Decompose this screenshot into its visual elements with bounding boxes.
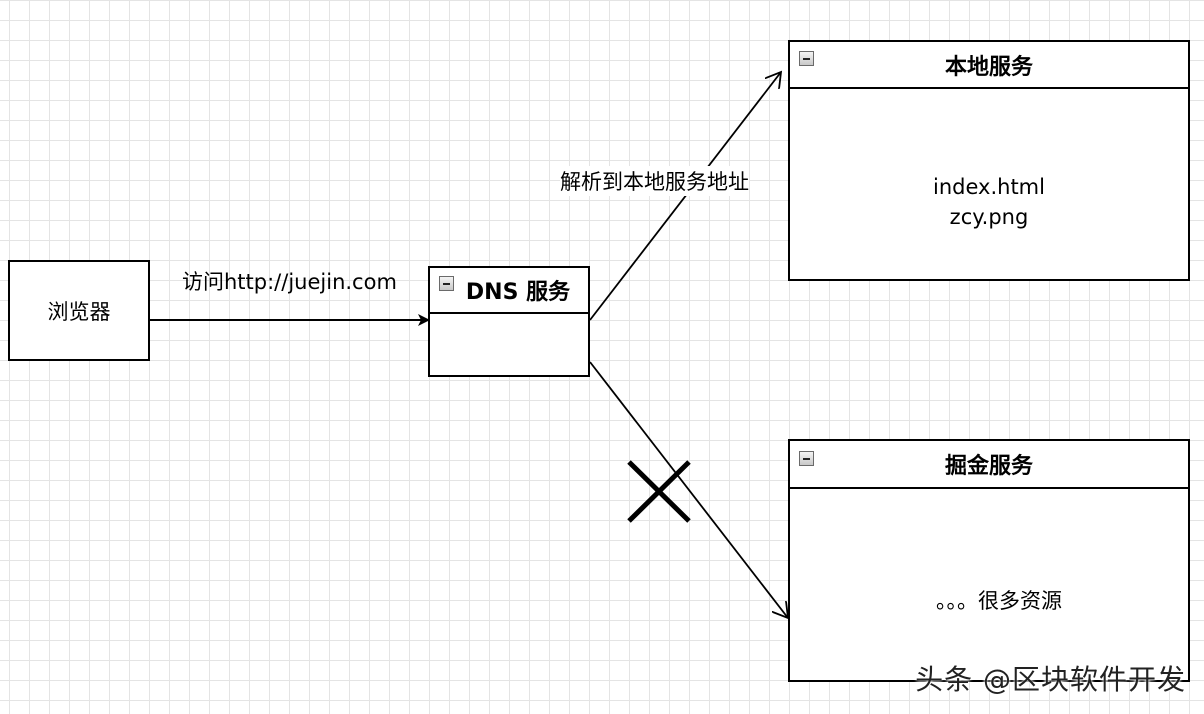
edge-dns-to-local[interactable] [589, 72, 781, 321]
juejin-service-container[interactable]: 掘金服务 。。。很多资源 [788, 439, 1190, 682]
browser-label: 浏览器 [47, 299, 111, 324]
edge-label-resolve: 解析到本地服务地址 [560, 166, 749, 196]
cross-mark-icon [627, 460, 691, 523]
edge-label-request: 访问http://juejin.com [182, 270, 397, 294]
minus-box-icon[interactable] [799, 51, 814, 66]
file-item: index.html [933, 175, 1045, 199]
local-service-container[interactable]: 本地服务 index.html zcy.png [788, 40, 1190, 281]
browser-node[interactable]: 浏览器 [8, 260, 150, 361]
dns-service-title: DNS 服务 [465, 280, 571, 305]
local-service-title: 本地服务 [944, 54, 1033, 80]
juejin-service-header: 掘金服务 [790, 441, 1188, 489]
edge-dns-to-juejin[interactable] [589, 361, 788, 618]
local-service-files: index.html zcy.png [790, 172, 1188, 232]
dns-service-container[interactable]: DNS 服务 [428, 266, 590, 377]
local-service-header: 本地服务 [790, 42, 1188, 89]
juejin-service-title: 掘金服务 [944, 454, 1033, 479]
dns-service-header: DNS 服务 [430, 268, 588, 314]
minus-box-icon[interactable] [439, 276, 454, 291]
watermark: 头条 @区块软件开发 [915, 663, 1186, 696]
minus-box-icon[interactable] [799, 451, 814, 466]
juejin-service-content: 。。。很多资源 [936, 589, 1062, 613]
file-item: zcy.png [949, 205, 1029, 229]
